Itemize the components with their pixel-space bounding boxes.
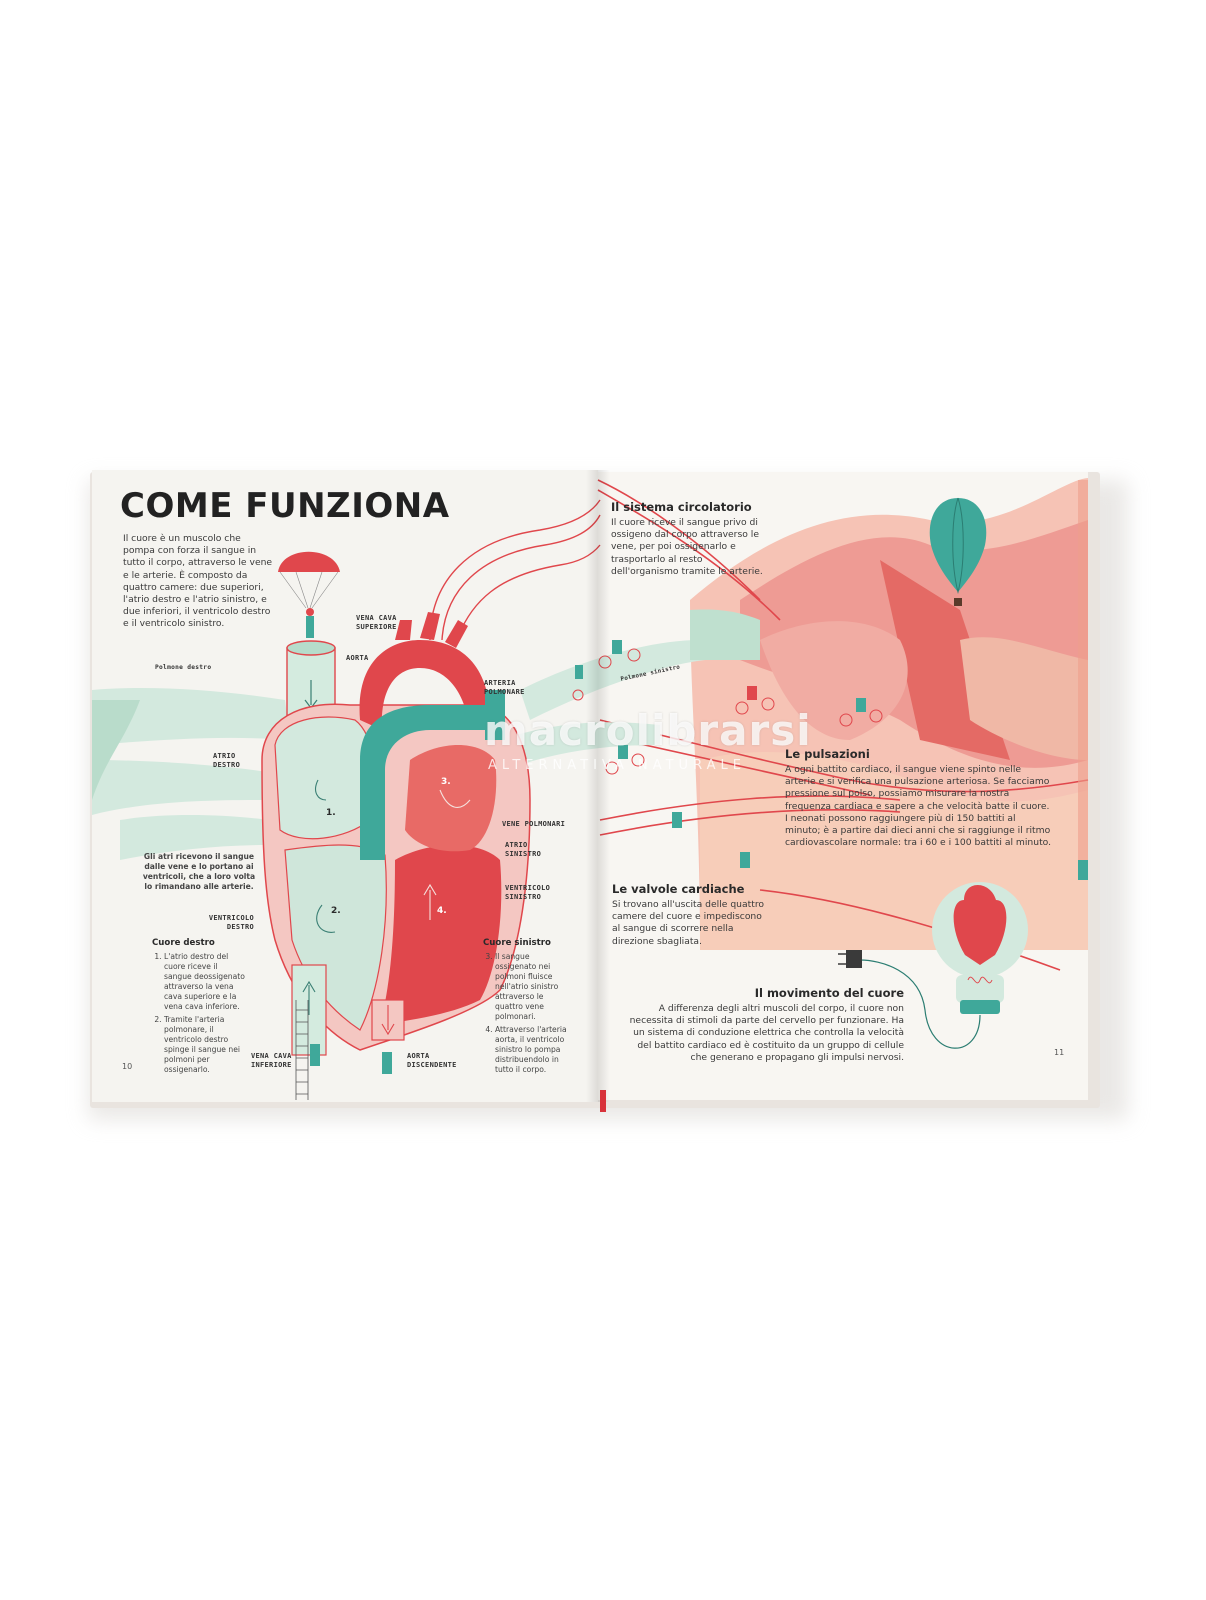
sistema-heading: Il sistema circolatorio <box>611 500 752 514</box>
heart <box>261 612 531 1051</box>
left-lung-veins <box>500 609 760 770</box>
movimento-heading: Il movimento del cuore <box>754 986 904 1000</box>
intro-text: Il cuore è un muscolo che pompa con forz… <box>123 533 273 630</box>
movimento-section: Il movimento del cuore A differenza degl… <box>628 986 904 1064</box>
atri-note: Gli atri ricevono il sangue dalle vene e… <box>142 852 256 891</box>
sistema-text: Il cuore riceve il sangue privo di ossig… <box>611 517 763 577</box>
cuore-destro-item: Tramite l'arteria polmonare, il ventrico… <box>164 1015 247 1075</box>
riders <box>310 640 866 1074</box>
watermark-brand: macrolibrarsi <box>484 706 812 755</box>
watermark-tagline: ALTERNATIVA NATURALE <box>488 758 746 773</box>
cuore-destro-heading: Cuore destro <box>152 938 215 948</box>
parachute <box>278 551 340 638</box>
cyclists <box>572 648 883 775</box>
bookmark-ribbon <box>600 1090 606 1112</box>
cuore-sinistro-section: Cuore sinistro Il sangue ossigenato nei … <box>483 938 573 1078</box>
label-arteria-polmonare: ARTERIA POLMONARE <box>484 679 525 696</box>
valvole-text: Si trovano all'uscita delle quattro came… <box>612 899 765 947</box>
artery-lines <box>597 479 1089 971</box>
label-atrio-sinistro: ATRIO SINISTRO <box>505 841 542 858</box>
movimento-text: A differenza degli altri muscoli del cor… <box>629 1003 904 1063</box>
label-vene-polmonari: VENE POLMONARI <box>502 820 566 828</box>
valvole-section: Le valvole cardiache Si trovano all'usci… <box>612 882 772 948</box>
valvole-heading: Le valvole cardiache <box>612 882 745 896</box>
aorta-branches <box>429 499 601 646</box>
label-aorta: AORTA <box>346 654 369 662</box>
label-aorta-discendente: AORTA DISCENDENTE <box>407 1052 457 1069</box>
chamber-1: 1. <box>326 808 336 818</box>
cuore-sinistro-item: Il sangue ossigenato nei polmoni fluisce… <box>495 952 573 1022</box>
light-bulb <box>838 882 1028 1049</box>
pulsazioni-text: A ogni battito cardiaco, il sangue viene… <box>785 764 1052 849</box>
page-number-left: 10 <box>122 1062 133 1071</box>
label-ventricolo-destro: VENTRICOLO DESTRO <box>208 914 254 931</box>
lower-vessels <box>291 964 405 1100</box>
chamber-2: 2. <box>331 906 341 916</box>
page-title: COME FUNZIONA <box>120 486 450 526</box>
hot-air-balloon <box>929 497 987 606</box>
label-polmone-destro: Polmone destro <box>155 664 212 671</box>
chamber-4: 4. <box>437 906 447 916</box>
right-lung-veins <box>92 688 290 860</box>
cuore-sinistro-heading: Cuore sinistro <box>483 938 551 948</box>
label-atrio-destro: ATRIO DESTRO <box>213 752 241 769</box>
pulsazioni-section: Le pulsazioni A ogni battito cardiaco, i… <box>785 747 1053 849</box>
label-vena-cava-inferiore: VENA CAVA INFERIORE <box>251 1052 292 1069</box>
book-gutter <box>586 470 610 1102</box>
sistema-section: Il sistema circolatorio Il cuore riceve … <box>611 500 771 578</box>
cuore-destro-item: L'atrio destro del cuore riceve il sangu… <box>164 952 247 1012</box>
chamber-3: 3. <box>441 777 451 787</box>
label-ventricolo-sinistro: VENTRICOLO SINISTRO <box>505 884 551 901</box>
label-vena-cava-superiore: VENA CAVA SUPERIORE <box>356 614 397 631</box>
page-number-right: 11 <box>1054 1048 1065 1057</box>
pulsazioni-heading: Le pulsazioni <box>785 747 870 761</box>
cuore-sinistro-item: Attraverso l'arteria aorta, il ventricol… <box>495 1025 573 1075</box>
cuore-destro-section: Cuore destro L'atrio destro del cuore ri… <box>152 938 247 1078</box>
